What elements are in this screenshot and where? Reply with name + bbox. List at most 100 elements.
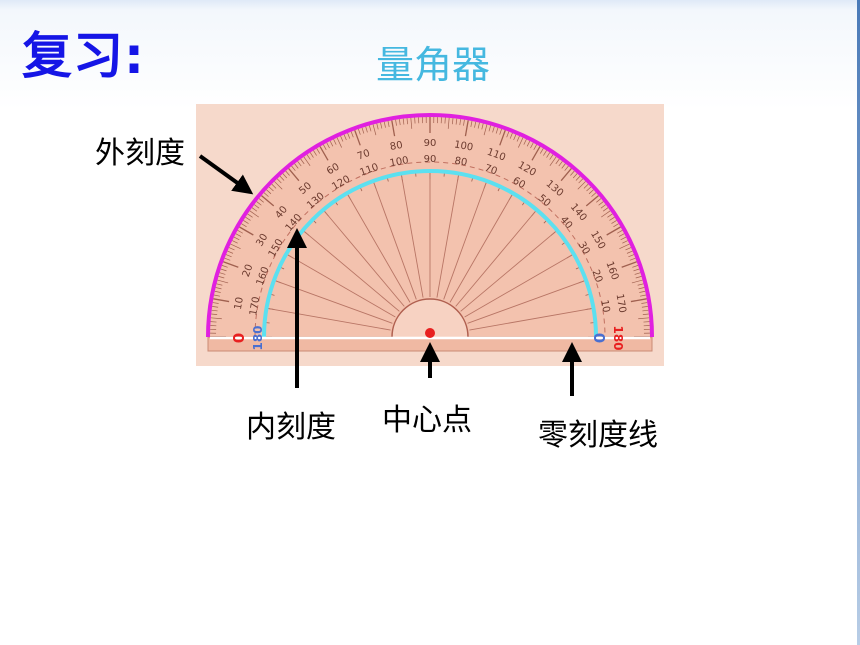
scale-tick [572, 173, 578, 179]
scale-tick [620, 236, 627, 241]
scale-tick [361, 127, 365, 134]
scale-tick [306, 154, 311, 160]
scale-tick [570, 170, 575, 176]
scale-tick [343, 134, 347, 141]
scale-tick [285, 170, 290, 176]
scale-tick [410, 117, 413, 129]
scale-tick [383, 121, 386, 128]
scale-tick [631, 279, 643, 284]
scale-tick [336, 137, 342, 148]
end-180-left: 180 [251, 325, 265, 350]
scale-tick [602, 207, 609, 212]
scale-tick [237, 230, 244, 234]
scale-tick [539, 148, 544, 154]
radial-line [443, 182, 487, 300]
scale-tick [561, 163, 566, 169]
inner-scale-number: 90 [424, 154, 437, 165]
scale-tick [470, 120, 473, 127]
scale-tick [619, 243, 630, 249]
scale-tick [588, 189, 594, 195]
scale-tick [213, 294, 220, 297]
scale-tick [214, 290, 221, 293]
outer-scale-number: 10 [233, 296, 246, 310]
scale-tick [279, 175, 285, 181]
scale-tick [258, 198, 264, 203]
scale-tick [634, 272, 641, 275]
scale-tick [254, 204, 260, 209]
label-center-point: 中心点 [382, 403, 472, 438]
scale-tick [323, 144, 327, 151]
scale-tick [300, 158, 305, 165]
scale-tick [380, 122, 383, 129]
scale-tick [642, 309, 649, 312]
scale-tick [526, 140, 531, 147]
scale-tick [340, 135, 344, 142]
outer-scale-number: 80 [389, 140, 403, 153]
scale-tick [220, 268, 227, 272]
inner-scale-number: 70 [483, 163, 499, 178]
scale-tick [261, 195, 275, 207]
scale-tick [447, 117, 450, 129]
scale-tick [616, 230, 623, 234]
end-zero-left: 0 [230, 333, 248, 343]
scale-tick [247, 213, 253, 218]
scale-tick [575, 175, 581, 181]
outer-scale-number: 20 [241, 263, 256, 279]
scale-tick [333, 139, 337, 145]
scale-tick [621, 261, 637, 268]
scale-tick [406, 118, 408, 125]
radial-line [304, 231, 400, 312]
scale-tick [463, 119, 465, 126]
scale-tick [350, 131, 354, 138]
scale-tick [543, 150, 547, 156]
radial-line [436, 175, 459, 298]
scale-tick [632, 265, 639, 268]
inner-scale-number: 80 [454, 156, 468, 169]
scale-tick [391, 120, 396, 137]
scale-tick [224, 257, 231, 261]
scale-tick [483, 124, 488, 136]
scale-tick [291, 165, 296, 171]
scale-tick [638, 287, 645, 290]
scale-tick [633, 268, 640, 272]
radial-line [464, 254, 573, 318]
scale-tick [506, 131, 510, 138]
scale-tick [266, 189, 272, 195]
scale-tick [387, 120, 390, 127]
scale-tick [516, 135, 520, 142]
scale-tick [499, 128, 502, 135]
inner-scale-number: 60 [510, 175, 527, 191]
scale-tick [241, 223, 247, 228]
scale-tick [629, 257, 636, 261]
scale-tick [601, 210, 611, 218]
scale-tick [518, 137, 524, 148]
inner-scale-number: 10 [598, 299, 611, 313]
scale-tick [609, 216, 615, 221]
scale-tick [225, 254, 232, 258]
arrow-outer-scale [198, 154, 254, 195]
scale-tick [210, 317, 222, 320]
scale-tick [217, 279, 229, 284]
scale-tick [628, 254, 635, 258]
end-180-right: 180 [611, 325, 625, 350]
scale-tick [402, 118, 405, 125]
scale-tick [464, 120, 469, 137]
scale-tick [211, 313, 218, 315]
scale-tick [365, 126, 368, 133]
inner-scale-number: 170 [248, 296, 262, 317]
scale-tick [316, 148, 321, 154]
outer-scale-arc [206, 113, 654, 338]
scale-tick [635, 276, 642, 279]
scale-tick [212, 306, 219, 308]
scale-tick [294, 163, 299, 169]
scale-tick [459, 119, 461, 126]
scale-tick [358, 128, 361, 135]
scale-tick [630, 298, 647, 303]
radial-line [460, 231, 556, 312]
scale-tick [585, 195, 599, 207]
scale-tick [606, 226, 621, 236]
scale-tick [642, 313, 649, 315]
scale-tick [598, 201, 604, 206]
scale-tick [309, 152, 314, 158]
scale-tick [641, 306, 648, 308]
